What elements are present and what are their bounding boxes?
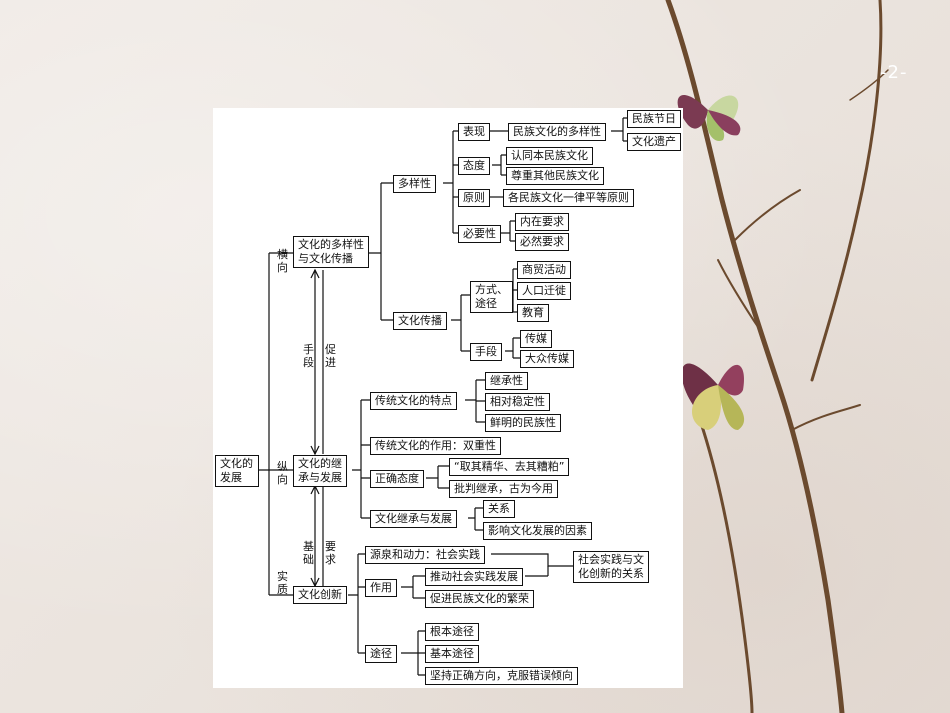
path-item-3: 坚持正确方向，克服错误倾向 bbox=[425, 667, 578, 685]
ethnic-diversity-node: 民族文化的多样性 bbox=[508, 123, 606, 141]
diversity-node: 多样性 bbox=[393, 175, 436, 193]
traditional-role-node: 传统文化的作用：双重性 bbox=[370, 437, 501, 455]
ways-item-1: 商贸活动 bbox=[517, 261, 571, 279]
traditional-features-node: 传统文化的特点 bbox=[370, 392, 457, 410]
diversity-spread-node: 文化的多样性 与文化传播 bbox=[293, 236, 369, 268]
feature-3: 鲜明的民族性 bbox=[485, 414, 561, 432]
means-item-2: 大众传媒 bbox=[520, 350, 574, 368]
branch-main bbox=[665, 0, 845, 713]
practice-innovation-relation-node: 社会实践与文 化创新的关系 bbox=[573, 551, 649, 583]
manifestation-node: 表现 bbox=[458, 123, 490, 141]
source-node: 源泉和动力：社会实践 bbox=[365, 546, 485, 564]
necessity-item-1: 内在要求 bbox=[515, 213, 569, 231]
butterfly-top bbox=[677, 94, 741, 141]
critical-inherit-node: 批判继承，古为今用 bbox=[449, 480, 558, 498]
path-node: 途径 bbox=[365, 645, 397, 663]
relation-item: 关系 bbox=[483, 500, 515, 518]
correct-attitude-node: 正确态度 bbox=[370, 470, 424, 488]
attitude-item-1: 认同本民族文化 bbox=[506, 147, 593, 165]
root-node: 文化的 发展 bbox=[215, 455, 259, 487]
attitude-quote-node: “取其精华、去其糟粕” bbox=[449, 458, 570, 476]
branch-low bbox=[698, 418, 754, 713]
ways-item-3: 教育 bbox=[517, 304, 549, 322]
ways-node: 方式、 途径 bbox=[470, 281, 513, 313]
essence-label: 实 质 bbox=[277, 570, 288, 596]
ways-item-2: 人口迁徙 bbox=[517, 282, 571, 300]
inheritance-node: 文化的继 承与发展 bbox=[293, 455, 347, 487]
attitude-node: 态度 bbox=[458, 157, 490, 175]
necessity-item-2: 必然要求 bbox=[515, 233, 569, 251]
branch-twig-4 bbox=[849, 69, 889, 101]
basis-link-label: 基 础 bbox=[303, 540, 314, 566]
spread-node: 文化传播 bbox=[393, 312, 447, 330]
mindmap-panel: 文化的 发展 横 向 纵 向 实 质 手 段 促 进 基 础 要 求 文化的多样… bbox=[213, 108, 683, 688]
promote-link-label: 促 进 bbox=[325, 343, 336, 369]
inherit-develop-node: 文化继承与发展 bbox=[370, 510, 457, 528]
spread-means-node: 手段 bbox=[470, 343, 502, 361]
necessity-node: 必要性 bbox=[458, 225, 501, 243]
function-item-1: 推动社会实践发展 bbox=[425, 568, 523, 586]
branch-twig-1 bbox=[734, 189, 801, 241]
feature-2: 相对稳定性 bbox=[485, 393, 550, 411]
branch-twig-2 bbox=[717, 259, 761, 331]
attitude-item-2: 尊重其他民族文化 bbox=[506, 167, 604, 185]
function-item-2: 促进民族文化的繁荣 bbox=[425, 590, 534, 608]
path-item-2: 基本途径 bbox=[425, 645, 479, 663]
branch-twig-3 bbox=[791, 404, 861, 431]
path-item-1: 根本途径 bbox=[425, 623, 479, 641]
function-node: 作用 bbox=[365, 579, 397, 597]
principle-item: 各民族文化一律平等原则 bbox=[503, 189, 634, 207]
means-link-label: 手 段 bbox=[303, 343, 314, 369]
horizontal-label: 横 向 bbox=[277, 248, 288, 274]
principle-node: 原则 bbox=[458, 189, 490, 207]
innovation-node: 文化创新 bbox=[293, 586, 347, 604]
butterfly-bottom bbox=[681, 363, 745, 430]
feature-1: 继承性 bbox=[485, 372, 528, 390]
heritage-node: 文化遗产 bbox=[627, 133, 681, 151]
means-item-1: 传媒 bbox=[520, 330, 552, 348]
factors-item: 影响文化发展的因素 bbox=[483, 522, 592, 540]
page-number: -2- bbox=[880, 62, 908, 83]
festival-node: 民族节日 bbox=[627, 110, 681, 128]
requirement-link-label: 要 求 bbox=[325, 540, 336, 566]
branch-right bbox=[810, 0, 883, 382]
vertical-label: 纵 向 bbox=[277, 460, 288, 486]
connector-lines bbox=[259, 117, 627, 676]
